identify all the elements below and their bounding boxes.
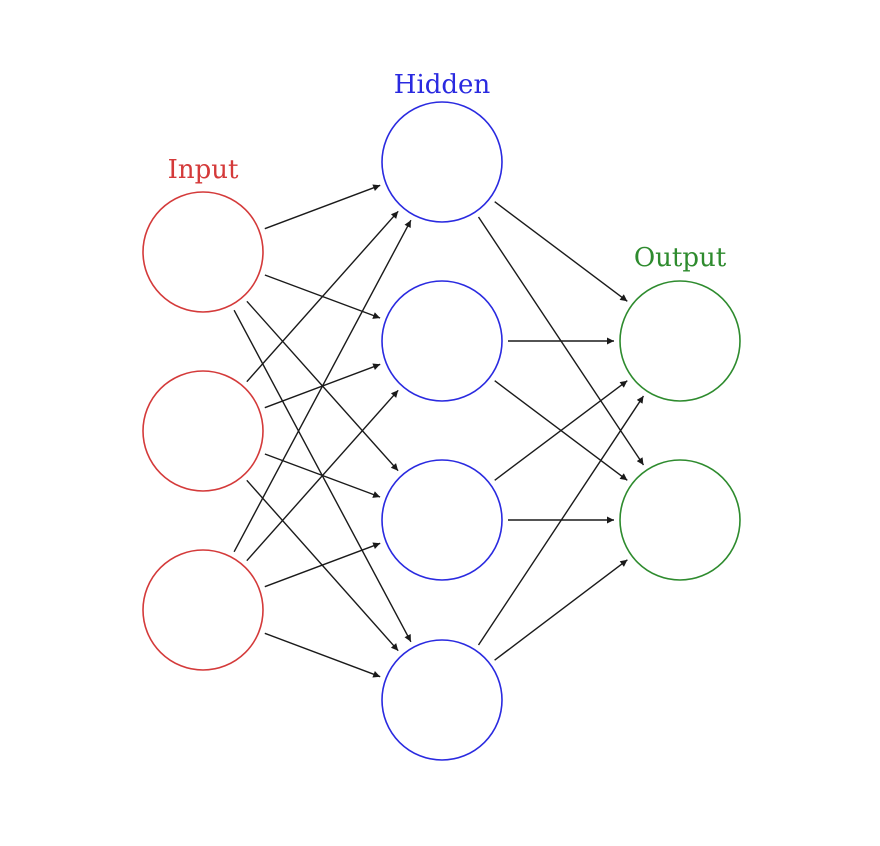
connection-arrow-hidden-4-to-output-2 [494, 559, 628, 661]
input-neuron-3 [142, 549, 264, 671]
connection-arrow-input-2-to-hidden-1 [246, 210, 399, 383]
hidden-neuron-2 [381, 280, 503, 402]
neurons-group [142, 101, 741, 761]
connection-arrow-input-3-to-hidden-4 [264, 632, 381, 678]
hidden-layer-label: Hidden [394, 70, 491, 100]
input-layer-label: Input [168, 155, 239, 185]
output-neuron-1 [619, 280, 741, 402]
input-neuron-2 [142, 370, 264, 492]
hidden-neuron-4 [381, 639, 503, 761]
hidden-neuron-3 [381, 459, 503, 581]
connection-arrow-input-3-to-hidden-1 [233, 219, 412, 553]
connection-arrow-input-1-to-hidden-1 [264, 184, 381, 230]
input-neuron-1 [142, 191, 264, 313]
connection-arrow-input-3-to-hidden-3 [264, 542, 381, 588]
output-neuron-2 [619, 459, 741, 581]
connection-arrow-hidden-1-to-output-1 [494, 201, 628, 302]
connections-group [233, 184, 645, 678]
connection-arrow-hidden-4-to-output-1 [477, 395, 645, 646]
hidden-neuron-1 [381, 101, 503, 223]
connection-arrow-hidden-3-to-output-1 [494, 380, 628, 481]
connection-arrow-input-3-to-hidden-2 [246, 389, 399, 562]
output-layer-label: Output [634, 243, 727, 273]
